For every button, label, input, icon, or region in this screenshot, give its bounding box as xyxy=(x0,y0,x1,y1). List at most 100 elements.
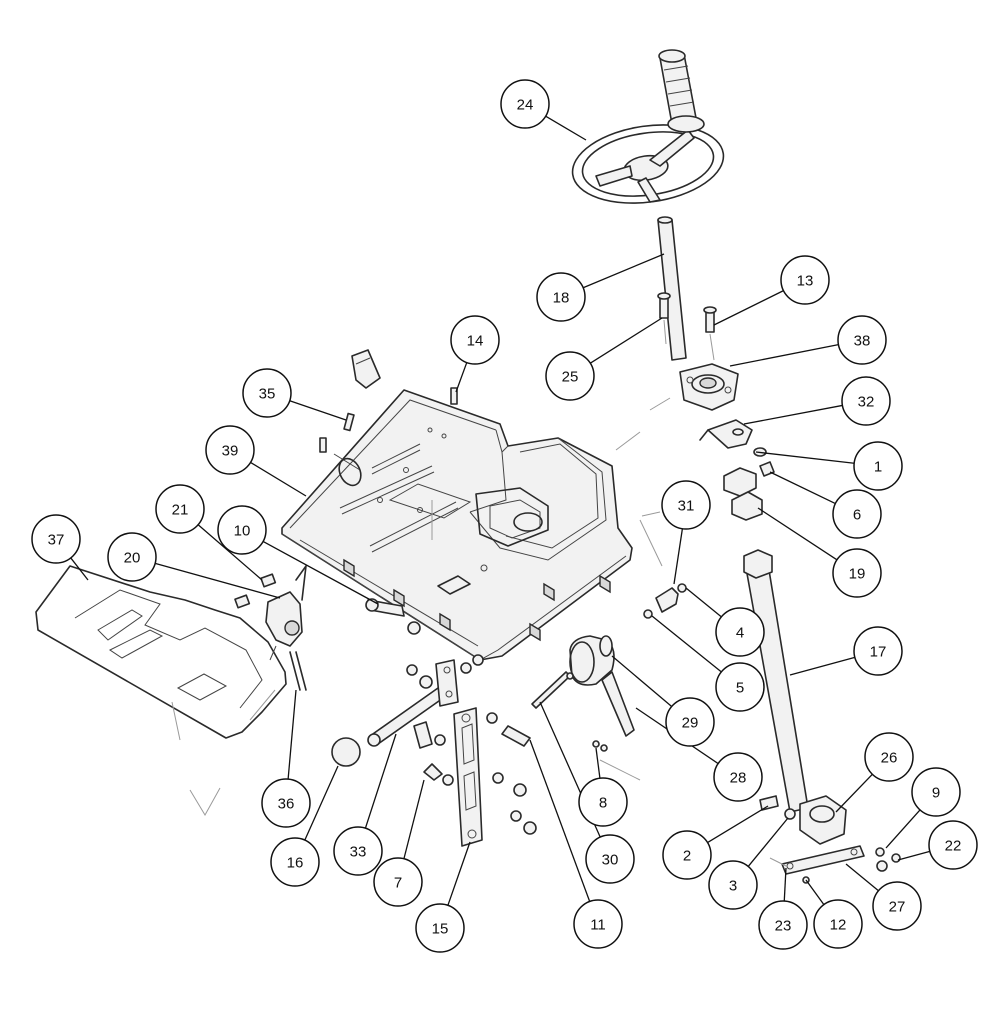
callout-leaders xyxy=(70,115,931,906)
callout-2: 2 xyxy=(662,830,712,880)
callout-16: 16 xyxy=(270,837,320,887)
leader-line-11 xyxy=(529,739,591,902)
callout-28: 28 xyxy=(713,752,763,802)
callout-35: 35 xyxy=(242,368,292,418)
callout-circle xyxy=(864,732,914,782)
leader-line-27 xyxy=(845,863,879,892)
callout-circle xyxy=(217,505,267,555)
callout-circle xyxy=(853,441,903,491)
callout-circle xyxy=(911,767,961,817)
leader-line-16 xyxy=(304,765,339,841)
callout-7: 7 xyxy=(373,857,423,907)
callout-32: 32 xyxy=(841,376,891,426)
callout-circle xyxy=(853,626,903,676)
control-lever xyxy=(531,635,641,781)
callout-number: 31 xyxy=(678,498,695,515)
callout-36: 36 xyxy=(261,778,311,828)
callout-31: 31 xyxy=(661,480,711,530)
callout-number: 18 xyxy=(553,290,570,307)
leader-line-4 xyxy=(685,587,722,618)
callout-number: 16 xyxy=(287,855,304,872)
callout-circle xyxy=(928,820,978,870)
callout-18: 18 xyxy=(536,272,586,322)
callout-22: 22 xyxy=(928,820,978,870)
callout-39: 39 xyxy=(205,425,255,475)
callout-29: 29 xyxy=(665,697,715,747)
callout-circle xyxy=(573,899,623,949)
callout-circle xyxy=(832,489,882,539)
pedal-bracket xyxy=(234,565,307,691)
leader-line-22 xyxy=(897,850,931,861)
callout-number: 11 xyxy=(590,917,606,934)
callout-number: 7 xyxy=(394,875,402,892)
leader-line-29 xyxy=(611,655,673,707)
callout-20: 20 xyxy=(107,532,157,582)
leader-line-18 xyxy=(582,253,665,289)
callout-circle xyxy=(832,548,882,598)
callout-circle xyxy=(545,351,595,401)
column-nuts xyxy=(723,467,763,521)
leader-line-37 xyxy=(70,557,89,581)
leader-line-9 xyxy=(885,809,921,849)
callout-33: 33 xyxy=(333,826,383,876)
callout-10: 10 xyxy=(217,505,267,555)
callout-circle xyxy=(715,662,765,712)
callout-number: 17 xyxy=(870,644,887,661)
callout-4: 4 xyxy=(715,607,765,657)
leader-line-26 xyxy=(835,773,873,813)
callout-26: 26 xyxy=(864,732,914,782)
callout-25: 25 xyxy=(545,351,595,401)
leader-line-31 xyxy=(673,528,684,585)
callout-circle xyxy=(155,484,205,534)
column-screws xyxy=(657,292,717,361)
callout-circle xyxy=(536,272,586,322)
leader-line-36 xyxy=(287,689,297,780)
callout-circle xyxy=(261,778,311,828)
leader-line-14 xyxy=(455,362,468,393)
callout-number: 13 xyxy=(797,273,814,290)
leader-line-1 xyxy=(755,451,855,464)
callout-27: 27 xyxy=(872,881,922,931)
leader-line-24 xyxy=(545,115,587,141)
leader-line-15 xyxy=(447,841,471,906)
callout-number: 8 xyxy=(599,795,607,812)
callout-number: 39 xyxy=(222,443,239,460)
leader-line-7 xyxy=(403,779,425,859)
callout-1: 1 xyxy=(853,441,903,491)
callout-circle xyxy=(450,315,500,365)
callout-circle xyxy=(758,900,808,950)
leader-line-33 xyxy=(364,733,397,829)
callout-circle xyxy=(205,425,255,475)
callout-8: 8 xyxy=(578,777,628,827)
callout-number: 36 xyxy=(278,796,295,813)
callout-number: 25 xyxy=(562,369,579,386)
lift-axle xyxy=(367,654,484,747)
leader-line-10 xyxy=(262,540,379,605)
callout-number: 19 xyxy=(849,566,866,583)
small-bracket xyxy=(643,583,687,619)
callout-5: 5 xyxy=(715,662,765,712)
ball-knob xyxy=(331,737,361,767)
callout-circle xyxy=(500,79,550,129)
callout-9: 9 xyxy=(911,767,961,817)
seat-screws xyxy=(319,387,458,453)
callout-number: 4 xyxy=(736,625,744,642)
leader-line-12 xyxy=(805,879,825,905)
callout-number: 33 xyxy=(350,844,367,861)
leader-line-2 xyxy=(707,805,769,844)
callout-37: 37 xyxy=(31,514,81,564)
callout-21: 21 xyxy=(155,484,205,534)
callout-number: 37 xyxy=(48,532,65,549)
column-bracket xyxy=(699,419,775,477)
floor-mat xyxy=(35,565,287,816)
callout-number: 27 xyxy=(889,899,906,916)
callout-number: 6 xyxy=(853,507,861,524)
callout-number: 38 xyxy=(854,333,871,350)
callout-circle xyxy=(373,857,423,907)
callout-number: 14 xyxy=(467,333,484,350)
callout-19: 19 xyxy=(832,548,882,598)
leader-line-6 xyxy=(769,471,836,505)
leader-line-38 xyxy=(729,344,839,367)
callout-circle xyxy=(813,899,863,949)
seat-clip xyxy=(351,349,381,389)
